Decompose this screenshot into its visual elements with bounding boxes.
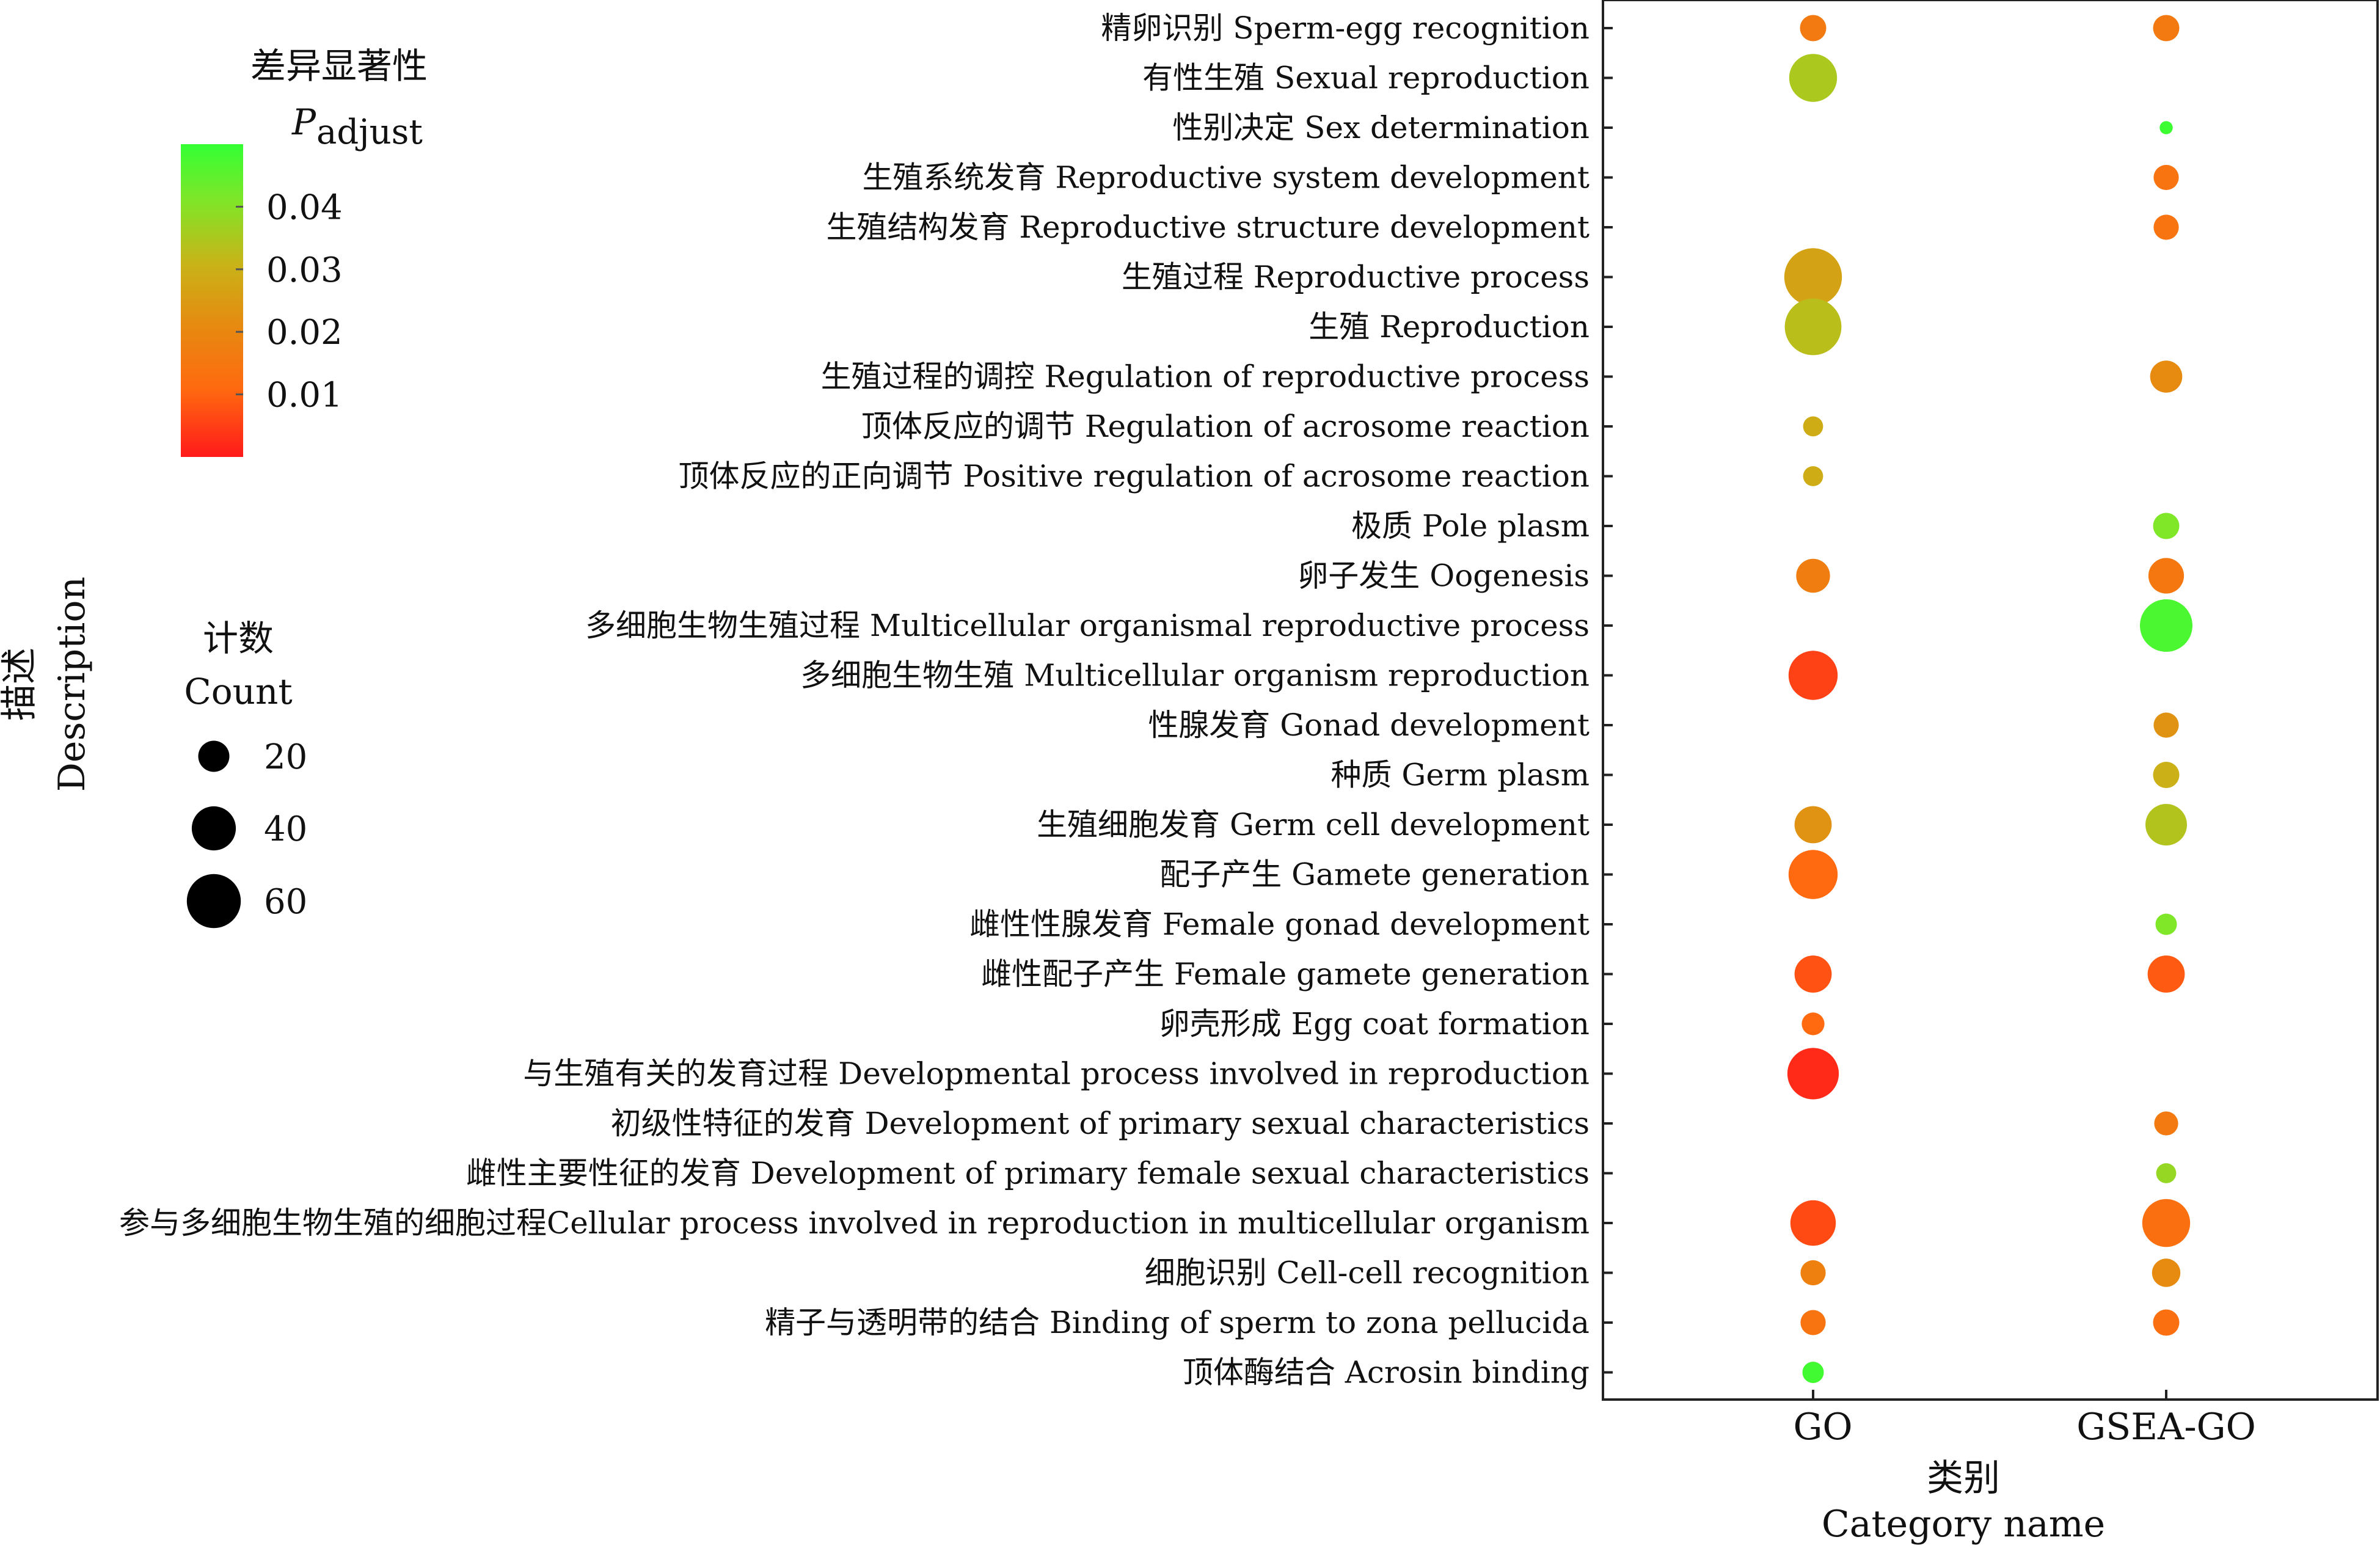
color-legend-tick-label: 0.02: [266, 313, 343, 352]
color-legend-title-cn: 差异显著性: [250, 45, 428, 87]
bubble-point: [1803, 466, 1823, 486]
y-tick-label: 种质 Germ plasm: [1331, 758, 1590, 793]
y-tick-label: 生殖系统发育 Reproductive system development: [862, 160, 1590, 195]
bubble-point: [1796, 558, 1830, 593]
y-tick-label: 生殖结构发育 Reproductive structure developmen…: [826, 210, 1590, 245]
y-tick-label: 顶体反应的正向调节 Positive regulation of acrosom…: [678, 459, 1590, 494]
bubble-point: [1802, 1362, 1824, 1383]
bubble-point: [2152, 1258, 2181, 1287]
y-tick-label: 雌性性腺发育 Female gonad development: [969, 907, 1590, 942]
size-legend-circle: [186, 874, 241, 929]
y-tick-label: 卵子发生 Oogenesis: [1298, 558, 1590, 594]
color-legend: 差异显著性 P adjust 0.01 0.02 0.03 0.04: [181, 45, 428, 457]
bubble-point: [1803, 416, 1823, 437]
bubble-point: [1788, 651, 1838, 700]
y-tick-label: 雌性主要性征的发育 Development of primary female …: [466, 1156, 1590, 1191]
y-tick-label: 多细胞生物生殖 Multicellular organism reproduct…: [800, 658, 1590, 693]
y-tick-label: 细胞识别 Cell-cell recognition: [1145, 1255, 1590, 1291]
y-axis-ticks: [1603, 27, 1613, 1374]
y-tick-label: 有性生殖 Sexual reproduction: [1142, 60, 1590, 96]
bubble-point: [1800, 1260, 1826, 1286]
y-tick-label: 参与多细胞生物生殖的细胞过程Cellular process involved …: [119, 1205, 1590, 1241]
y-tick-label: 精卵识别 Sperm-egg recognition: [1101, 10, 1590, 46]
y-tick-label: 配子产生 Gamete generation: [1159, 857, 1590, 893]
bubble-point: [1800, 15, 1827, 42]
x-tick-label: GSEA-GO: [2076, 1406, 2256, 1448]
bubble-point: [2142, 1199, 2191, 1247]
x-tick-label: GO: [1793, 1406, 1852, 1448]
y-tick-label: 性腺发育 Gonad development: [1148, 707, 1590, 743]
bubble-point: [2156, 1163, 2177, 1183]
color-legend-ticks: 0.01 0.02 0.03 0.04: [236, 188, 343, 415]
bubble-series: [1784, 15, 2192, 1383]
y-axis-title-cn: 描述: [0, 648, 41, 721]
bubble-point: [1801, 1012, 1825, 1035]
size-legend-label: 60: [264, 882, 307, 922]
bubble-point: [2153, 1309, 2180, 1336]
y-tick-label: 生殖 Reproduction: [1309, 309, 1590, 345]
y-tick-label: 生殖过程的调控 Regulation of reproductive proce…: [821, 359, 1590, 395]
bubble-point: [1784, 298, 1842, 356]
bubble-point: [2147, 955, 2185, 993]
bubble-point: [2154, 1111, 2178, 1136]
bubble-point: [2145, 804, 2187, 845]
bubble-point: [1788, 850, 1838, 899]
x-axis-title-cn: 类别: [1927, 1457, 2000, 1500]
y-tick-label: 精子与透明带的结合 Binding of sperm to zona pellu…: [765, 1305, 1590, 1340]
y-tick-label: 多细胞生物生殖过程 Multicellular organismal repro…: [585, 608, 1590, 643]
size-legend-circle: [191, 806, 236, 851]
color-legend-title-sub: adjust: [316, 112, 423, 152]
bubble-point: [2153, 214, 2179, 240]
bubble-point: [1789, 54, 1838, 102]
bubble-point: [1794, 955, 1832, 993]
bubble-point: [1794, 806, 1832, 844]
color-legend-tick-label: 0.04: [266, 188, 343, 227]
bubble-point: [2153, 712, 2179, 738]
y-tick-label: 雌性配子产生 Female gamete generation: [981, 957, 1590, 992]
x-axis-tick-labels: GO GSEA-GO: [1793, 1406, 2255, 1448]
bubble-point: [2153, 762, 2180, 788]
size-legend-circle: [198, 740, 230, 772]
y-axis-tick-labels: 精卵识别 Sperm-egg recognition 有性生殖 Sexual re…: [119, 10, 1590, 1390]
size-legend-items: 20 40 60: [186, 737, 307, 929]
size-legend: 计数 Count 20 40 60: [184, 618, 307, 929]
size-legend-label: 40: [264, 809, 307, 849]
bubble-point: [2140, 599, 2192, 652]
bubble-point: [1800, 1310, 1826, 1335]
x-axis-title-en: Category name: [1822, 1503, 2105, 1546]
color-legend-tick-label: 0.01: [266, 376, 343, 415]
y-tick-label: 极质 Pole plasm: [1351, 508, 1590, 544]
bubble-point: [2159, 121, 2173, 134]
size-legend-title-cn: 计数: [203, 618, 274, 659]
y-tick-label: 生殖过程 Reproductive process: [1122, 260, 1590, 295]
y-tick-label: 顶体反应的调节 Regulation of acrosome reaction: [861, 409, 1590, 444]
y-tick-label: 初级性特征的发育 Development of primary sexual c…: [611, 1106, 1590, 1141]
y-tick-label: 卵壳形成 Egg coat formation: [1159, 1006, 1590, 1042]
bubble-point: [2153, 164, 2179, 191]
bubble-point: [2153, 513, 2180, 539]
color-legend-title-main: P: [291, 101, 316, 143]
color-legend-bar: [181, 144, 243, 457]
y-tick-label: 与生殖有关的发育过程 Developmental process involve…: [523, 1056, 1590, 1092]
y-tick-label: 生殖细胞发育 Germ cell development: [1037, 807, 1590, 842]
size-legend-label: 20: [264, 737, 307, 777]
plot-frame: [1602, 0, 2379, 1401]
bubble-point: [2148, 558, 2185, 594]
y-axis-title-en: Description: [51, 577, 93, 792]
bubble-point: [1790, 1200, 1836, 1246]
bubble-point: [2150, 360, 2183, 393]
bubble-point: [1784, 248, 1842, 306]
bubble-point: [1787, 1048, 1839, 1100]
bubble-point: [2153, 15, 2180, 42]
bubble-point: [2155, 913, 2177, 935]
size-legend-title-en: Count: [184, 671, 292, 712]
y-tick-label: 性别决定 Sex determination: [1172, 110, 1590, 145]
color-legend-tick-label: 0.03: [266, 250, 343, 290]
y-tick-label: 顶体酶结合 Acrosin binding: [1183, 1355, 1590, 1390]
x-axis-ticks: [1812, 1390, 2167, 1400]
